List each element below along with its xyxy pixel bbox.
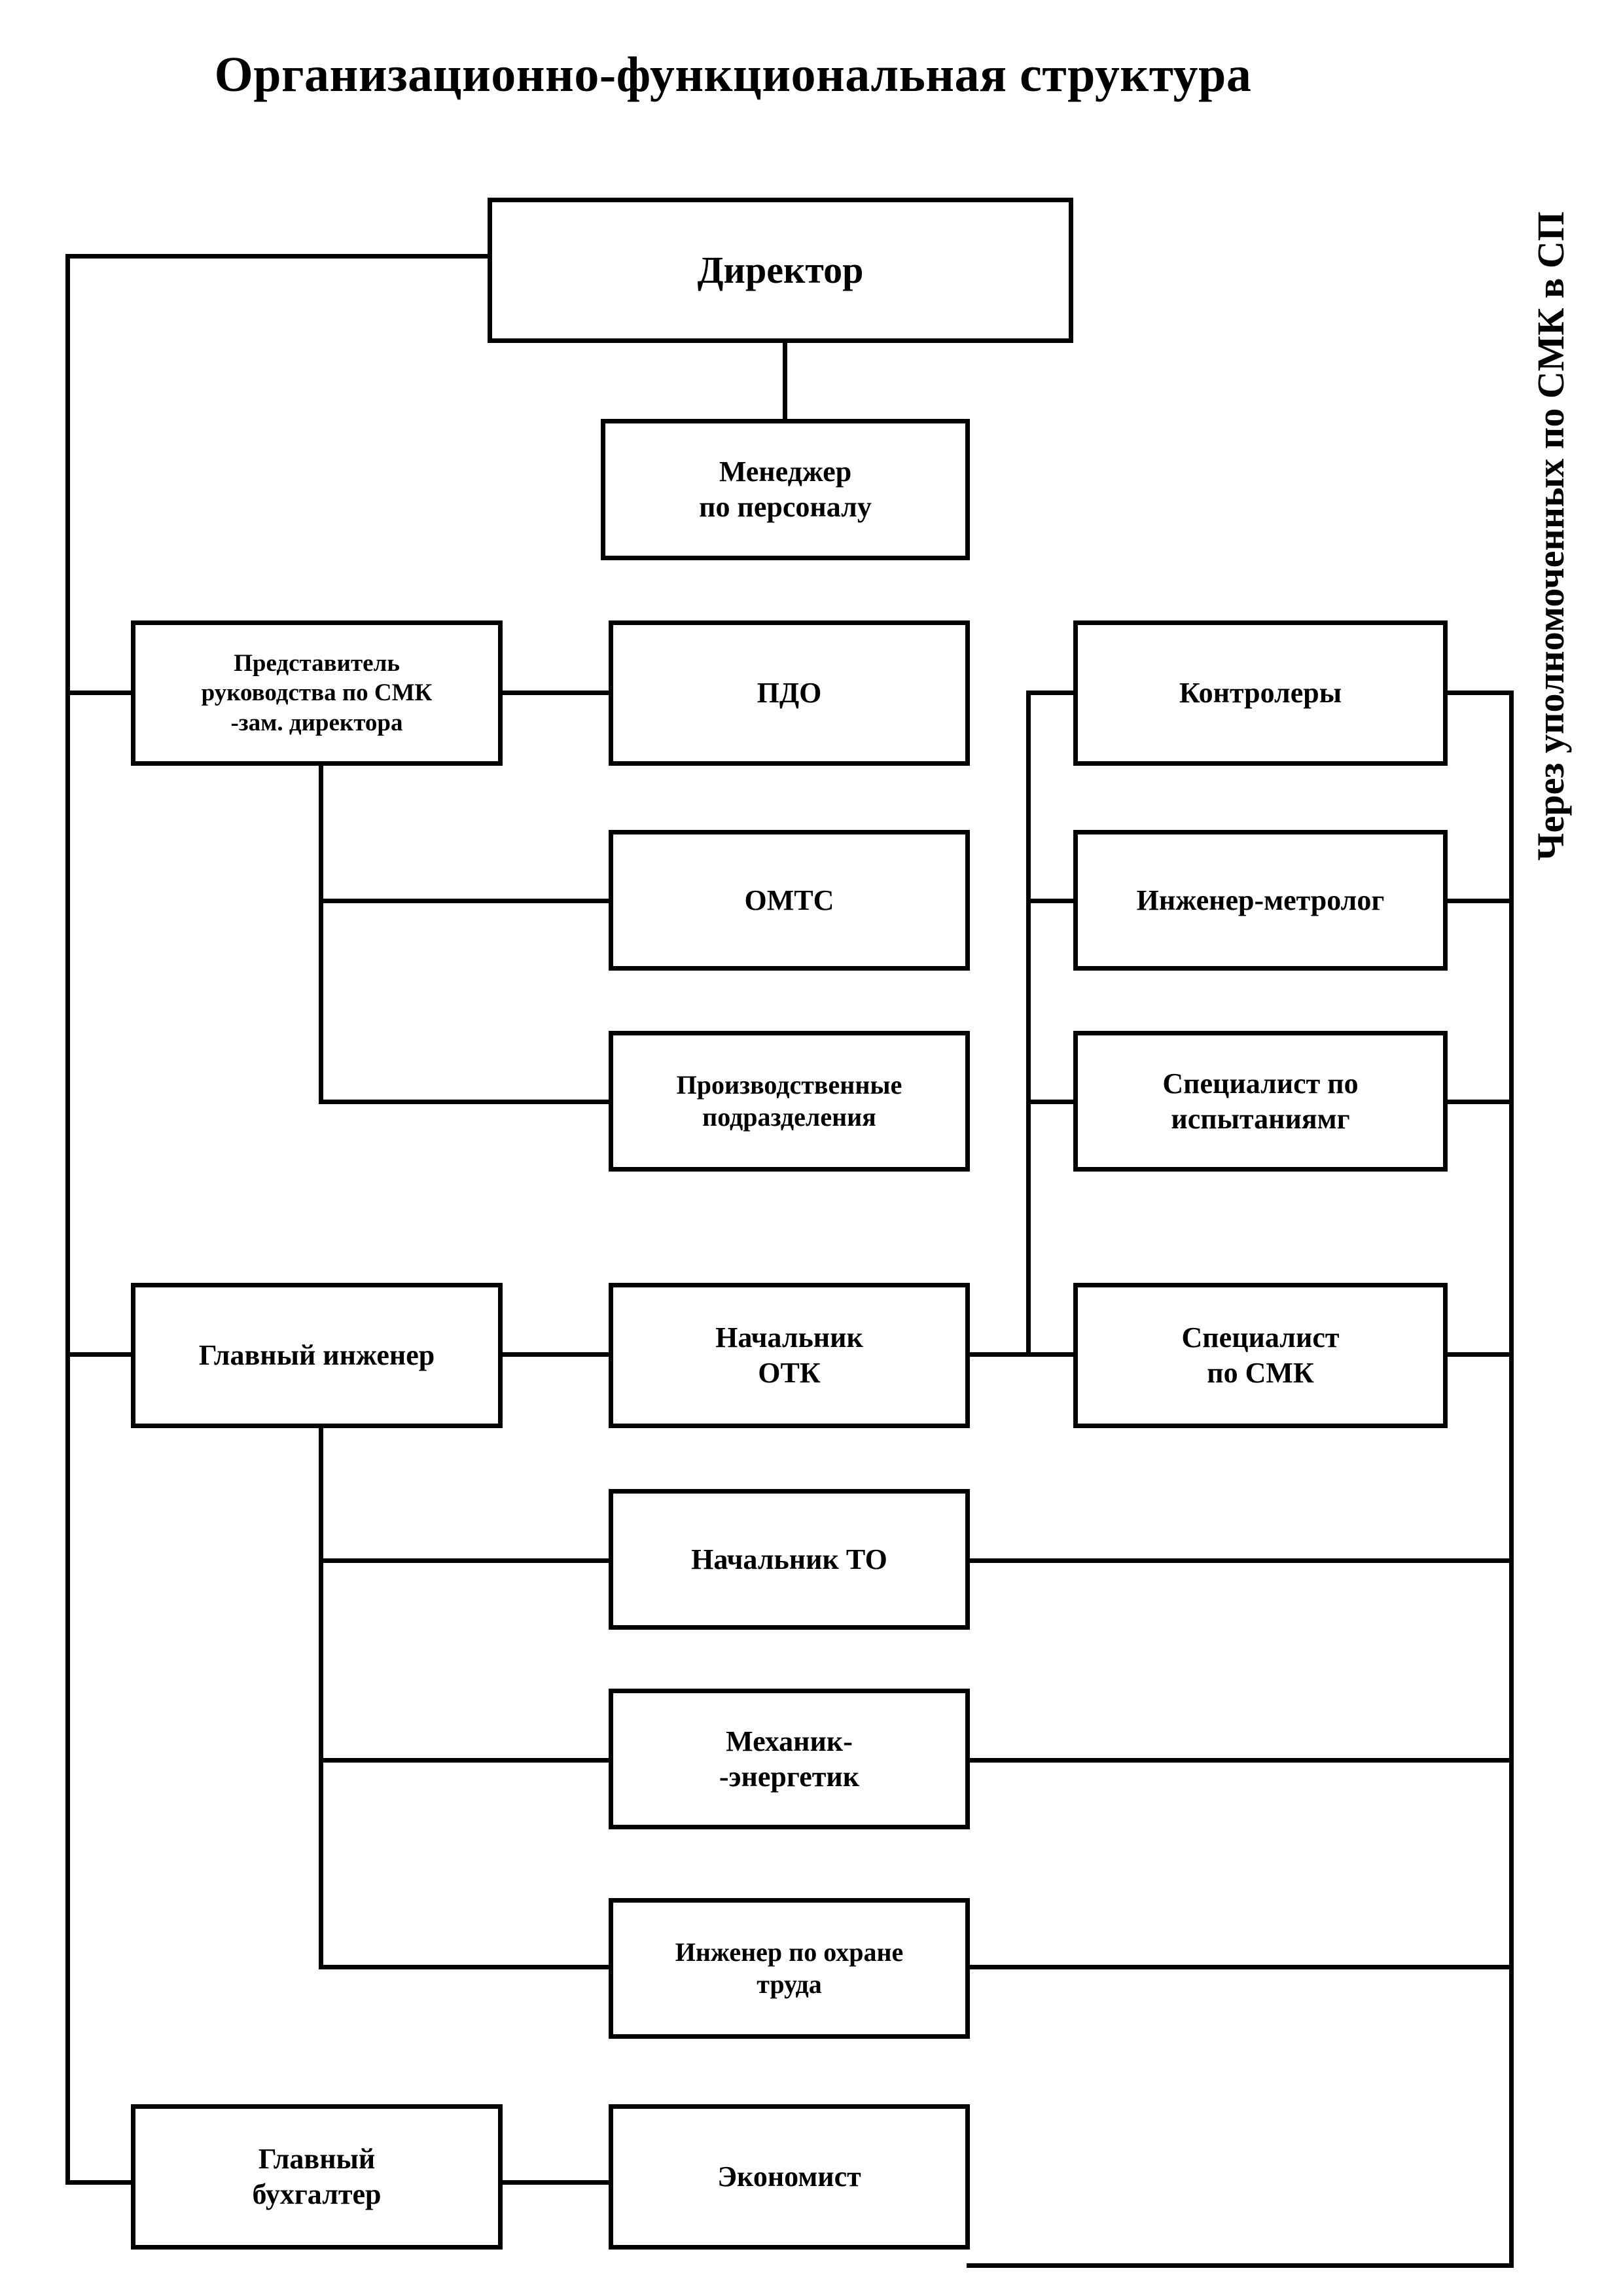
side-caption-label: Через уполномоченных по СМК в СП	[1529, 211, 1572, 861]
connector-controllers-to-far-right-bus	[1443, 691, 1514, 695]
node-to-head[interactable]: Начальник ТО	[609, 1489, 970, 1630]
node-hr-manager[interactable]: Менеджер по персоналу	[601, 419, 970, 560]
connector-chief-accountant-to-economist	[499, 2180, 613, 2185]
connector-chief-engineer-to-otk	[499, 1352, 613, 1357]
node-mechanic-power-label: Механик- -энергетик	[719, 1725, 860, 1793]
connector-right-column-bus	[1026, 691, 1031, 1355]
connector-to-head-to-far-right-bus	[967, 1558, 1514, 1563]
connector-testing-specialist-to-far-right-bus	[1443, 1100, 1514, 1104]
node-controllers-label: Контролеры	[1179, 677, 1342, 709]
connector-metrologist-to-far-right-bus	[1443, 899, 1514, 903]
node-production-units[interactable]: Производственные подразделения	[609, 1031, 970, 1172]
connector-qms-specialist-to-far-right-bus	[1443, 1352, 1514, 1357]
connector-sub-bus-to-production-units	[319, 1100, 613, 1104]
node-qms-specialist[interactable]: Специалист по СМК	[1073, 1283, 1448, 1428]
connector-sub-bus-to-to-head	[319, 1558, 613, 1563]
connector-bus-to-controllers	[1026, 691, 1079, 695]
connector-left-bus-to-chief-accountant	[65, 2180, 135, 2185]
node-hr-manager-label: Менеджер по персоналу	[699, 456, 872, 523]
node-qms-representative-label: Представитель руководства по СМК -зам. д…	[201, 650, 433, 736]
node-qms-representative[interactable]: Представитель руководства по СМК -зам. д…	[131, 620, 503, 766]
node-pdo-label: ПДО	[757, 677, 822, 709]
node-safety-engineer[interactable]: Инженер по охране труда	[609, 1898, 970, 2039]
node-testing-specialist[interactable]: Специалист по испытаниямг	[1073, 1031, 1448, 1172]
connector-bus-to-metrologist	[1026, 899, 1079, 903]
node-mechanic-power[interactable]: Механик- -энергетик	[609, 1689, 970, 1829]
node-metrologist-label: Инженер-метролог	[1136, 884, 1385, 916]
node-economist-label: Экономист	[717, 2161, 861, 2193]
connector-director-to-left-bus	[65, 254, 492, 259]
node-testing-specialist-label: Специалист по испытаниямг	[1162, 1067, 1359, 1135]
connector-economist-to-far-right-bus	[967, 2263, 1514, 2268]
node-omts[interactable]: ОМТС	[609, 830, 970, 971]
node-otk-head-label: Начальник ОТК	[715, 1321, 863, 1389]
side-caption: Через уполномоченных по СМК в СП	[1529, 0, 1588, 861]
node-production-units-label: Производственные подразделения	[676, 1069, 902, 1132]
node-controllers[interactable]: Контролеры	[1073, 620, 1448, 766]
connector-sub-bus-to-safety-engineer	[319, 1965, 613, 1969]
connector-safety-engineer-to-far-right-bus	[967, 1965, 1514, 1969]
node-economist[interactable]: Экономист	[609, 2104, 970, 2250]
connector-left-bus-to-chief-engineer	[65, 1352, 135, 1357]
node-qms-specialist-label: Специалист по СМК	[1181, 1321, 1340, 1389]
connector-otk-to-qms-specialist	[967, 1352, 1079, 1357]
node-chief-accountant-label: Главный бухгалтер	[252, 2143, 382, 2210]
connector-representative-to-pdo	[499, 691, 613, 695]
connector-left-bus-to-representative	[65, 691, 135, 695]
node-director[interactable]: Директор	[488, 198, 1073, 343]
node-metrologist[interactable]: Инженер-метролог	[1073, 830, 1448, 971]
node-to-head-label: Начальник ТО	[691, 1543, 887, 1575]
node-chief-accountant[interactable]: Главный бухгалтер	[131, 2104, 503, 2250]
connector-left-bus	[65, 254, 70, 2185]
node-omts-label: ОМТС	[744, 884, 834, 916]
page-title: Организационно-функциональная структура	[214, 47, 1252, 102]
connector-far-right-bus	[1509, 691, 1514, 2268]
node-chief-engineer[interactable]: Главный инженер	[131, 1283, 503, 1428]
connector-chief-engineer-sub-bus	[319, 1423, 323, 1969]
connector-sub-bus-to-mechanic	[319, 1758, 613, 1763]
node-director-label: Директор	[697, 248, 864, 291]
connector-sub-bus-to-omts	[319, 899, 613, 903]
node-pdo[interactable]: ПДО	[609, 620, 970, 766]
node-chief-engineer-label: Главный инженер	[198, 1339, 435, 1372]
node-otk-head[interactable]: Начальник ОТК	[609, 1283, 970, 1428]
connector-representative-sub-bus	[319, 761, 323, 1104]
connector-bus-to-testing-specialist	[1026, 1100, 1079, 1104]
connector-director-to-hr-manager	[783, 338, 787, 423]
connector-mechanic-to-far-right-bus	[967, 1758, 1514, 1763]
node-safety-engineer-label: Инженер по охране труда	[675, 1937, 904, 1999]
